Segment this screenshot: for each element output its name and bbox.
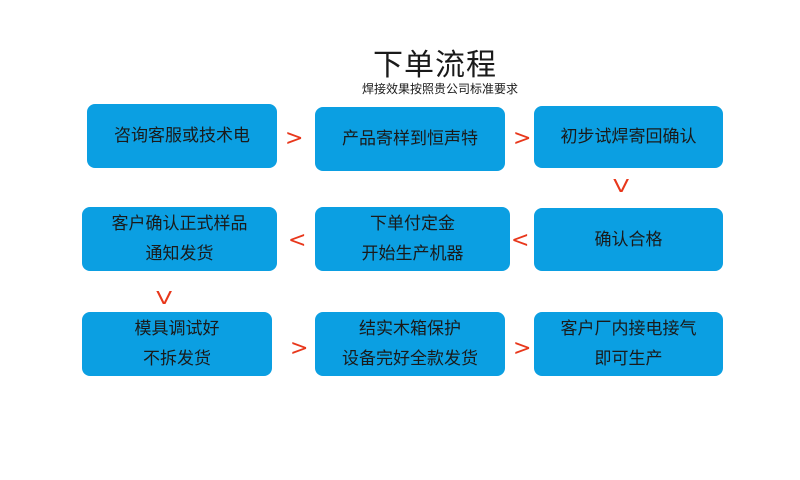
arrow-down-2: V (156, 288, 173, 309)
flowchart-subtitle: 焊接效果按照贵公司标准要求 (361, 82, 518, 96)
step-8-box: 结实木箱保护 设备完好全款发货 (315, 312, 505, 376)
step-5-box: 下单付定金 开始生产机器 (315, 207, 510, 271)
step-2-box: 产品寄样到恒声特 (315, 107, 505, 171)
step-7-text-line-1: 模具调试好 (134, 319, 220, 339)
step-9-text-line-2: 即可生产 (594, 349, 663, 369)
step-6-text-line-2: 通知发货 (145, 244, 214, 264)
flowchart-title: 下单流程 (373, 48, 497, 83)
arrow-left-1: < (288, 228, 307, 253)
step-6-box: 客户确认正式样品 通知发货 (82, 207, 277, 271)
step-8-text-line-1: 结实木箱保护 (359, 319, 461, 339)
step-4-text: 确认合格 (594, 229, 663, 250)
step-8-text-line-2: 设备完好全款发货 (342, 349, 478, 369)
step-6-text-line-1: 客户确认正式样品 (111, 214, 248, 234)
step-5-text-line-1: 下单付定金 (370, 214, 455, 234)
step-4-box: 确认合格 (534, 208, 723, 271)
arrow-down-1: V (613, 176, 630, 197)
arrow-right-3: > (290, 336, 309, 361)
step-3-text: 初步试焊寄回确认 (560, 127, 697, 147)
arrow-right-2: > (513, 126, 532, 151)
arrow-right-4: > (513, 336, 532, 361)
step-1-box: 咨询客服或技术电 (87, 104, 277, 168)
step-9-text-line-1: 客户厂内接电接气 (560, 319, 697, 339)
step-2-text: 产品寄样到恒声特 (342, 129, 478, 149)
step-9-box: 客户厂内接电接气 即可生产 (534, 312, 723, 376)
arrow-right-1: > (285, 126, 304, 151)
step-3-box: 初步试焊寄回确认 (534, 106, 723, 168)
arrow-left-2: < (511, 228, 530, 253)
step-7-box: 模具调试好 不拆发货 (82, 312, 272, 376)
step-1-text: 咨询客服或技术电 (114, 126, 250, 146)
step-7-text-line-2: 不拆发货 (143, 349, 211, 369)
step-5-text-line-2: 开始生产机器 (361, 244, 464, 264)
